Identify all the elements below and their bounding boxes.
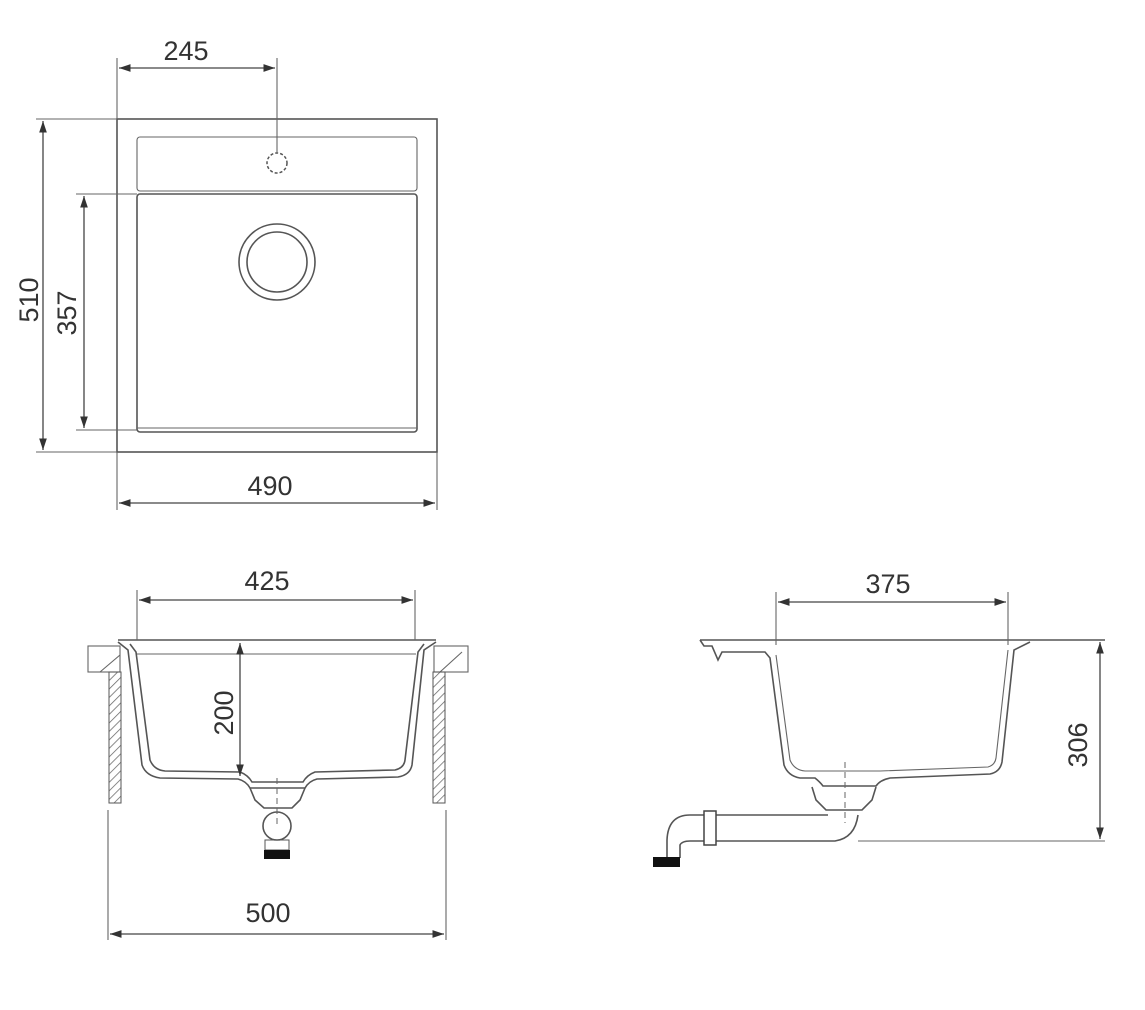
drain-inner-icon [246, 231, 308, 293]
countertop-right [433, 645, 469, 673]
bowl-profile-outer [117, 641, 437, 789]
dim-cabinet-width: 500 [245, 898, 290, 928]
side-bowl-profile [699, 639, 1031, 787]
side-view: 375 306 [653, 569, 1105, 867]
pipe-nut [703, 810, 717, 846]
cabinet-wall-right [432, 671, 446, 804]
siphon-outlet [264, 850, 290, 859]
dim-bowl-depth: 357 [52, 290, 82, 335]
drain-outer-icon [238, 223, 316, 301]
drain-body [249, 787, 306, 809]
dim-tap-offset: 245 [163, 36, 208, 66]
side-drain-body [811, 786, 877, 811]
pipe-outlet [653, 857, 680, 867]
siphon-icon [262, 811, 292, 841]
front-view: 425 200 500 [87, 566, 469, 940]
top-view: 245 510 357 490 [14, 36, 438, 510]
dim-outer-depth: 510 [14, 277, 44, 322]
dim-outer-width: 490 [247, 471, 292, 501]
dim-bowl-length: 375 [865, 569, 910, 599]
cabinet-wall-left [108, 671, 122, 804]
dim-bowl-height: 200 [209, 690, 239, 735]
dim-total-height: 306 [1063, 722, 1093, 767]
bowl-outline [136, 193, 418, 433]
countertop-left [87, 645, 121, 673]
dim-bowl-width: 425 [244, 566, 289, 596]
waste-pipe [666, 814, 828, 858]
sink-outline [116, 118, 438, 453]
tap-hole-icon [266, 152, 288, 174]
